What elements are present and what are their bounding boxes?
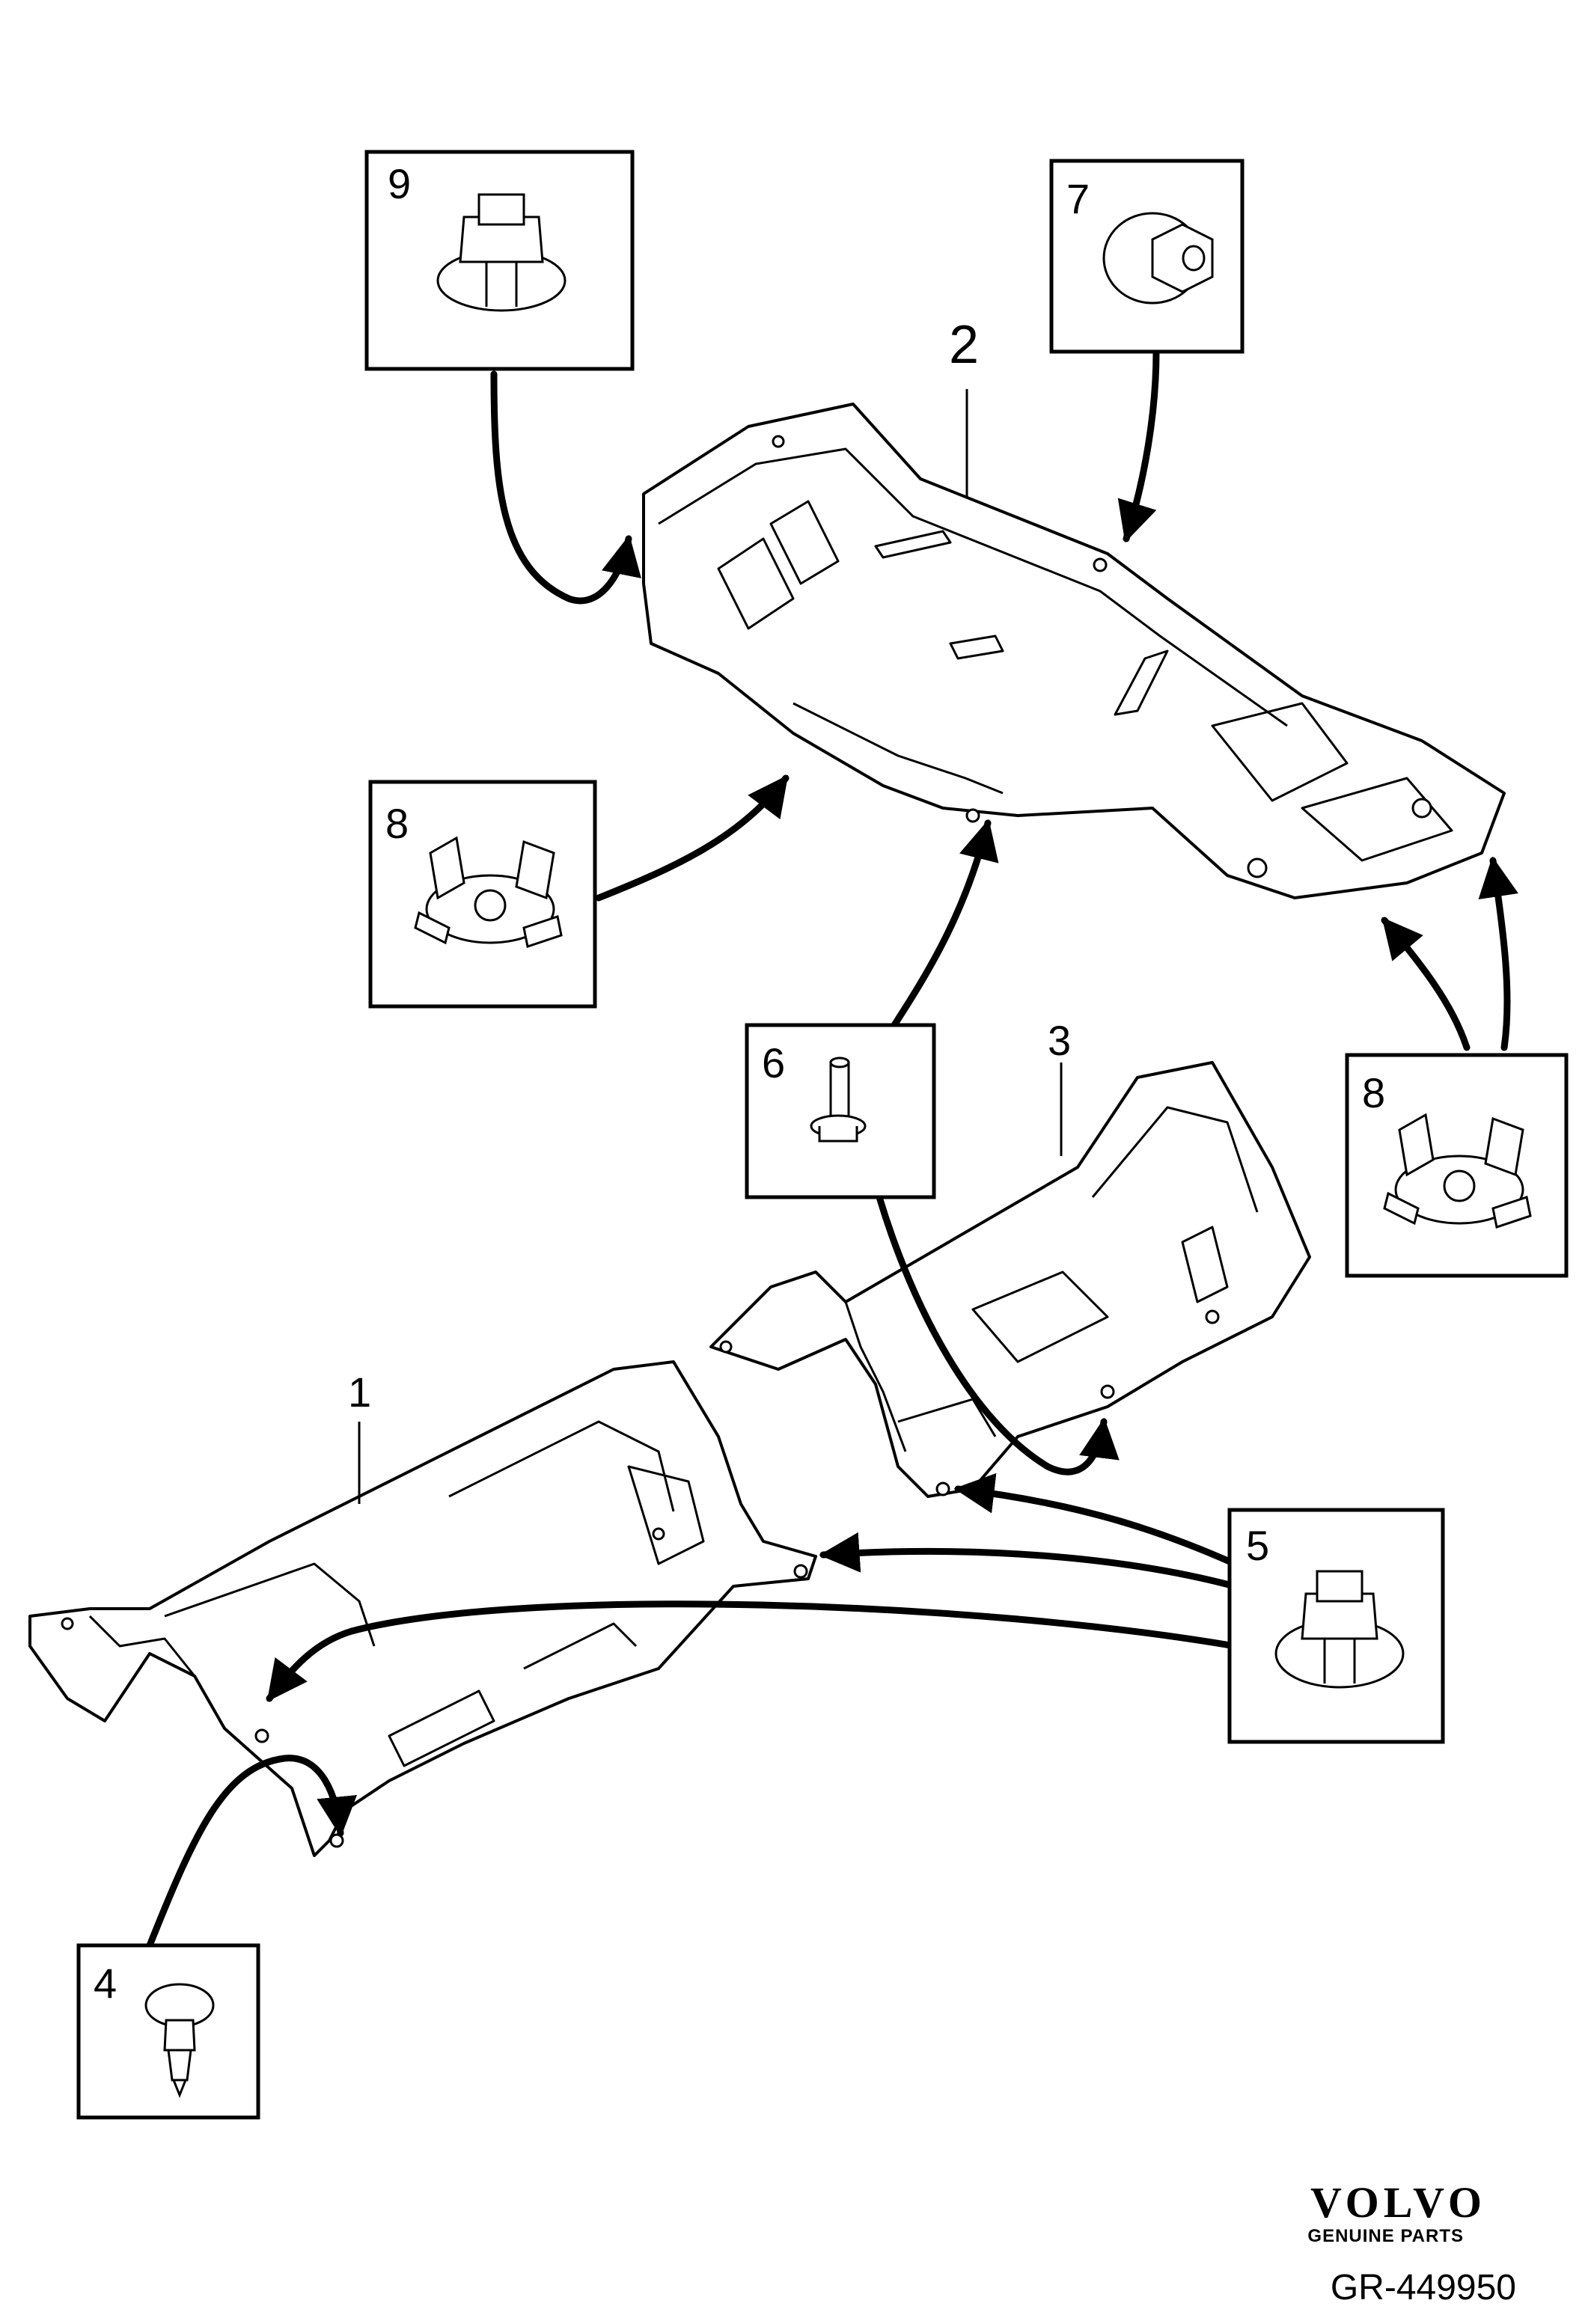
callout-number: 7 bbox=[1066, 175, 1090, 222]
callout-box-7: 7 bbox=[1049, 159, 1245, 354]
part-label-1: 1 bbox=[348, 1369, 371, 1416]
callout-number: 8 bbox=[385, 800, 409, 847]
arrow-6-down bbox=[876, 1193, 1120, 1476]
callout-number: 5 bbox=[1246, 1522, 1269, 1569]
heat-shield-middle bbox=[709, 1061, 1311, 1498]
flange-bolt-icon bbox=[810, 1056, 867, 1143]
clip-icon bbox=[1383, 1113, 1532, 1229]
heat-shield-rear bbox=[642, 403, 1506, 899]
callout-box-8-right: 8 bbox=[1345, 1053, 1569, 1278]
flange-nut-icon bbox=[1102, 212, 1214, 305]
callout-box-4: 4 bbox=[76, 1943, 260, 2120]
arrow-8b-left bbox=[1381, 917, 1471, 1051]
arrow-6-up bbox=[891, 819, 999, 1029]
callout-box-9: 9 bbox=[364, 150, 635, 371]
expanding-nut-icon bbox=[1274, 1570, 1405, 1689]
arrow-8b-right bbox=[1478, 856, 1518, 1051]
brand-logo: VOLVO bbox=[1310, 2178, 1486, 2227]
connector-arrows bbox=[146, 348, 1518, 1949]
push-rivet-icon bbox=[144, 1983, 215, 2099]
arrow-5-c bbox=[266, 1600, 1239, 1702]
callout-box-6: 6 bbox=[745, 1023, 936, 1199]
callout-number: 8 bbox=[1362, 1069, 1385, 1116]
heat-shield-front bbox=[28, 1360, 817, 1857]
arrow-9 bbox=[490, 370, 641, 605]
arrow-7 bbox=[1117, 348, 1160, 543]
arrow-4 bbox=[146, 1755, 358, 1949]
part-label-2: 2 bbox=[949, 315, 979, 375]
callout-number: 9 bbox=[388, 160, 411, 207]
clip-icon bbox=[414, 836, 563, 948]
diagram-reference: GR-449950 bbox=[1330, 2268, 1516, 2308]
arrow-8a bbox=[595, 774, 790, 902]
expanding-nut-icon bbox=[436, 193, 567, 312]
callout-number: 6 bbox=[762, 1039, 785, 1086]
arrow-5-a bbox=[953, 1473, 1239, 1568]
callout-box-5: 5 bbox=[1227, 1508, 1445, 1744]
arrow-5-b bbox=[819, 1532, 1239, 1590]
callout-number: 4 bbox=[94, 1960, 117, 2007]
callout-box-8-left: 8 bbox=[368, 780, 597, 1009]
part-label-3: 3 bbox=[1048, 1017, 1071, 1064]
brand-tagline: GENUINE PARTS bbox=[1307, 2226, 1464, 2246]
